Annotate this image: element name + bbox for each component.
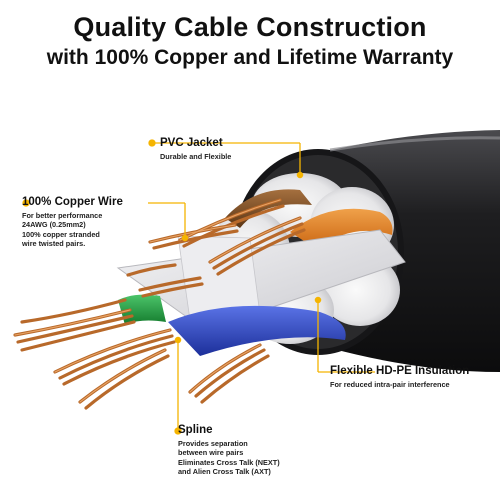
copper-desc-line: 24AWG (0.25mm2) xyxy=(22,220,86,230)
spline-desc-line: and Alien Cross Talk (AXT) xyxy=(178,467,271,477)
spline-callout-line xyxy=(174,336,182,435)
pvc-callout-line xyxy=(148,139,304,179)
insulation-callout: Flexible HD-PE Insulation For reduced in… xyxy=(330,365,469,389)
copper-callout-line xyxy=(22,199,189,242)
copper-strands xyxy=(13,198,306,410)
pvc-jacket-heading: PVC Jacket xyxy=(160,137,223,149)
copper-desc-line: wire twisted pairs. xyxy=(22,239,86,249)
copper-desc-line: 100% copper stranded xyxy=(22,229,100,239)
spline-desc-line: Eliminates Cross Talk (NEXT) xyxy=(178,457,280,467)
page-subtitle: with 100% Copper and Lifetime Warranty xyxy=(46,46,454,69)
spline-desc-line: Provides separation xyxy=(178,439,248,448)
spline-callout: Spline Provides separation between wire … xyxy=(178,424,280,477)
page-title: Quality Cable Construction xyxy=(73,12,427,42)
spline-desc: Provides separation between wire pairs E… xyxy=(178,439,280,477)
insulation-callout-line xyxy=(314,296,375,373)
copper-wire-heading: 100% Copper Wire xyxy=(22,196,123,208)
copper-wire-desc: For better performance 24AWG (0.25mm2) 1… xyxy=(22,211,123,249)
copper-desc-line: For better performance xyxy=(22,211,103,220)
callout-lines xyxy=(22,139,375,435)
pvc-jacket-callout: PVC Jacket Durable and Flexible xyxy=(160,137,231,161)
copper-wire-callout: 100% Copper Wire For better performance … xyxy=(22,196,123,249)
pvc-jacket-desc: Durable and Flexible xyxy=(160,152,232,161)
insulation-desc: For reduced intra-pair interference xyxy=(330,380,450,389)
spline-heading: Spline xyxy=(178,424,213,436)
spline-desc-line: between wire pairs xyxy=(178,448,244,458)
insulation-heading: Flexible HD-PE Insulation xyxy=(330,365,470,377)
blue-wire-pair xyxy=(168,305,346,356)
